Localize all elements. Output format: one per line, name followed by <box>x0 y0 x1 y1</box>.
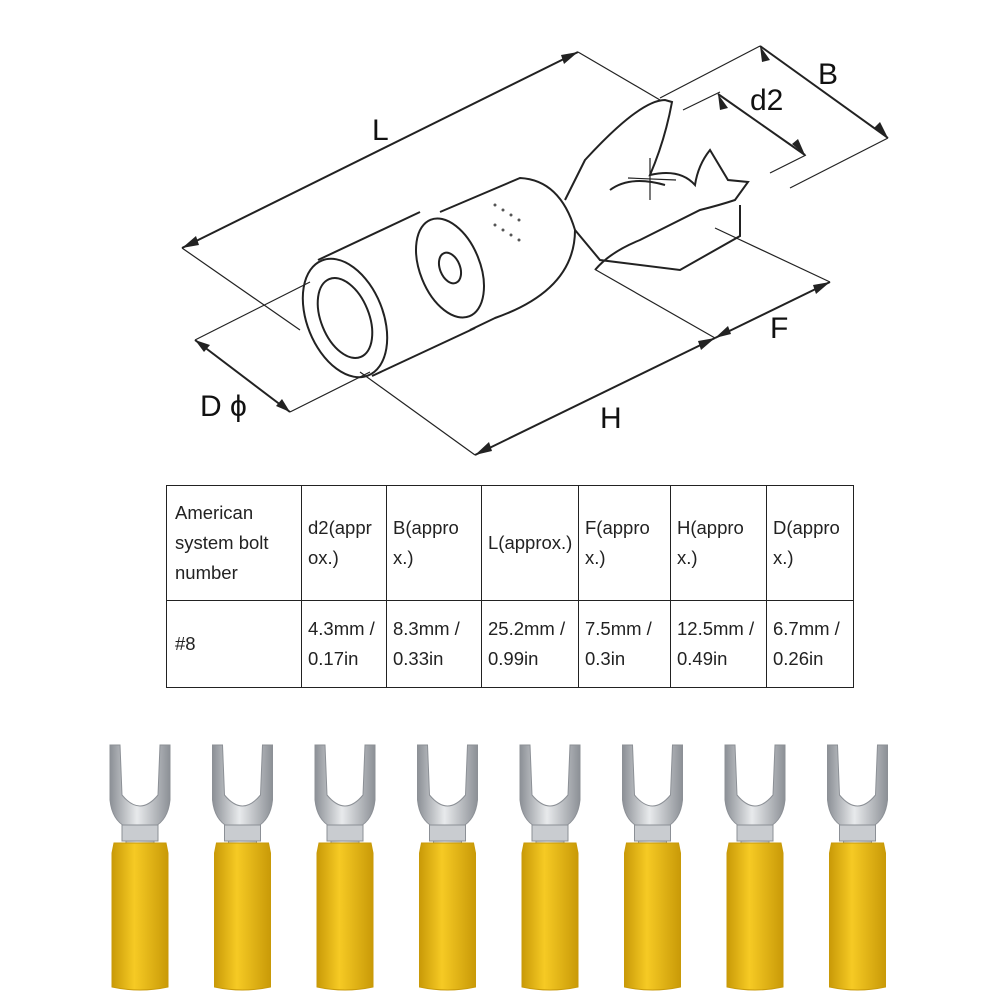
spade-terminal <box>212 744 273 991</box>
barrel-opening <box>301 257 389 379</box>
header-b: B(approx.) <box>386 485 482 601</box>
label-b: B <box>818 58 838 91</box>
cell-d2: 4.3mm / 0.17in <box>301 600 387 688</box>
table-header-row: American system bolt number d2(approx.) … <box>166 485 854 601</box>
dim-line-f <box>714 281 831 339</box>
label-d2: d2 <box>750 84 783 117</box>
cell-d: 6.7mm / 0.26in <box>766 600 854 688</box>
dim-line-d <box>194 339 291 413</box>
header-d2: d2(approx.) <box>301 485 387 601</box>
label-h: H <box>600 402 622 435</box>
spade-terminal <box>314 744 376 991</box>
header-h: H(approx.) <box>670 485 767 601</box>
spade-terminal <box>622 744 683 991</box>
dim-line-b <box>759 45 889 139</box>
spade-terminal <box>109 744 171 991</box>
header-bolt-number: American system bolt number <box>166 485 302 601</box>
header-f: F(approx.) <box>578 485 671 601</box>
header-l: L(approx.) <box>481 485 579 601</box>
cell-h: 12.5mm / 0.49in <box>670 600 767 688</box>
cell-f: 7.5mm / 0.3in <box>578 600 671 688</box>
terminals-photo <box>109 744 888 991</box>
dim-line-l <box>181 51 579 249</box>
header-d: D(approx.) <box>766 485 854 601</box>
spade-terminal <box>519 744 581 991</box>
table-row: #8 4.3mm / 0.17in 8.3mm / 0.33in 25.2mm … <box>166 600 854 688</box>
dim-line-h <box>474 337 716 456</box>
spade-terminal-diagram: L B d2 F H D ϕ <box>181 45 889 456</box>
cell-b: 8.3mm / 0.33in <box>386 600 482 688</box>
label-d: D ϕ <box>200 390 247 423</box>
cell-bolt-number: #8 <box>166 600 302 688</box>
dim-line-d2 <box>717 93 806 156</box>
spade-terminal <box>724 744 786 991</box>
spade-terminal <box>417 744 478 991</box>
label-l: L <box>372 114 389 147</box>
spade-terminal <box>827 744 888 991</box>
label-f: F <box>770 312 788 345</box>
spec-table: American system bolt number d2(approx.) … <box>166 485 854 688</box>
cell-l: 25.2mm / 0.99in <box>481 600 579 688</box>
